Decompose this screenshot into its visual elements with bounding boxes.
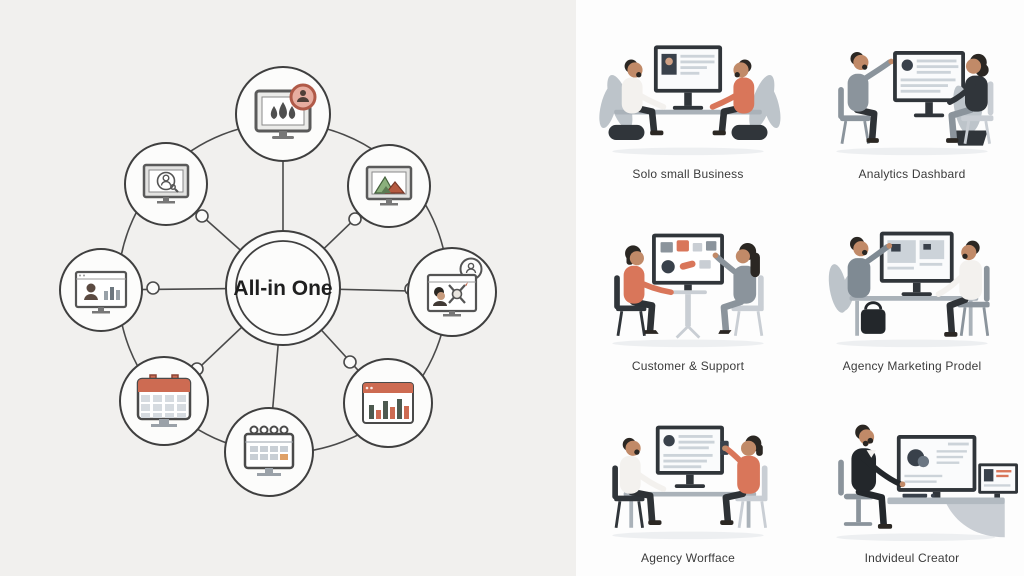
bar-chart-bars: [369, 399, 409, 419]
illustration-customer-support: [612, 233, 764, 348]
profile-analytics-window-icon: [59, 248, 143, 332]
person-right: [935, 240, 990, 337]
desk-top: [887, 497, 1005, 505]
monitor: [653, 45, 723, 110]
person-right: [720, 435, 768, 528]
person-left: [614, 245, 674, 337]
tile-caption: Solo small Business: [632, 167, 744, 181]
illustration-individual-creator: [836, 424, 1018, 542]
tile-caption: Indvideul Creator: [864, 551, 960, 565]
person-left: [847, 51, 895, 143]
person-left: [608, 59, 667, 140]
schedule-calendar-monitor-icon: [224, 407, 314, 497]
image-mountains-monitor-icon: [347, 144, 431, 228]
main-monitor: [896, 435, 977, 498]
monitor: [655, 425, 724, 489]
all-in-one-diagram: All-in One: [59, 66, 497, 497]
hub-circle: All-in One: [225, 230, 341, 346]
bar-chart-window-icon: [343, 358, 433, 448]
person-right: [946, 53, 994, 145]
tile-caption: Agency Marketing Prodel: [842, 359, 982, 373]
monitor: [893, 51, 965, 118]
hub-label: All-in One: [233, 277, 332, 300]
tile-caption: Agency Worfface: [641, 551, 735, 565]
tile-agency-workforce: Agency Worfface: [576, 384, 800, 576]
person: [838, 424, 906, 529]
tile-caption: Analytics Dashbard: [858, 167, 966, 181]
design-tools-window-icon: [407, 247, 497, 337]
user-search-monitor-icon: [124, 142, 208, 226]
tile-individual-creator: Indvideul Creator: [800, 384, 1024, 576]
calendar-monitor-icon: [119, 356, 209, 446]
calendar-grid: [250, 446, 288, 460]
desk-side: [946, 503, 1005, 538]
tile-customer-support: Customer & Support: [576, 192, 800, 384]
user-badge-icon: [289, 83, 317, 111]
person-left: [612, 437, 667, 528]
monitor: [879, 231, 954, 297]
illustration-solo-small-business: [599, 45, 781, 156]
person-right: [712, 243, 764, 337]
monitor: [652, 233, 724, 339]
photo-media-monitor-icon: [235, 66, 331, 162]
all-in-one-diagram-panel: All-in One: [59, 66, 497, 497]
calendar-grid: [141, 395, 186, 418]
tile-caption: Customer & Support: [631, 359, 745, 373]
person-right: [709, 59, 768, 140]
illustration-agency-workforce: [612, 425, 768, 540]
use-case-grid: Solo small Business: [576, 0, 1024, 576]
illustration-analytics-dashboard: [836, 51, 994, 156]
tile-analytics-dashboard: Analytics Dashbard: [800, 0, 1024, 192]
tile-solo-small-business: Solo small Business: [576, 0, 800, 192]
person-left: [847, 236, 893, 298]
illustration-agency-marketing: [828, 231, 990, 348]
secondary-monitor: [978, 463, 1018, 498]
tile-agency-marketing: Agency Marketing Prodel: [800, 192, 1024, 384]
